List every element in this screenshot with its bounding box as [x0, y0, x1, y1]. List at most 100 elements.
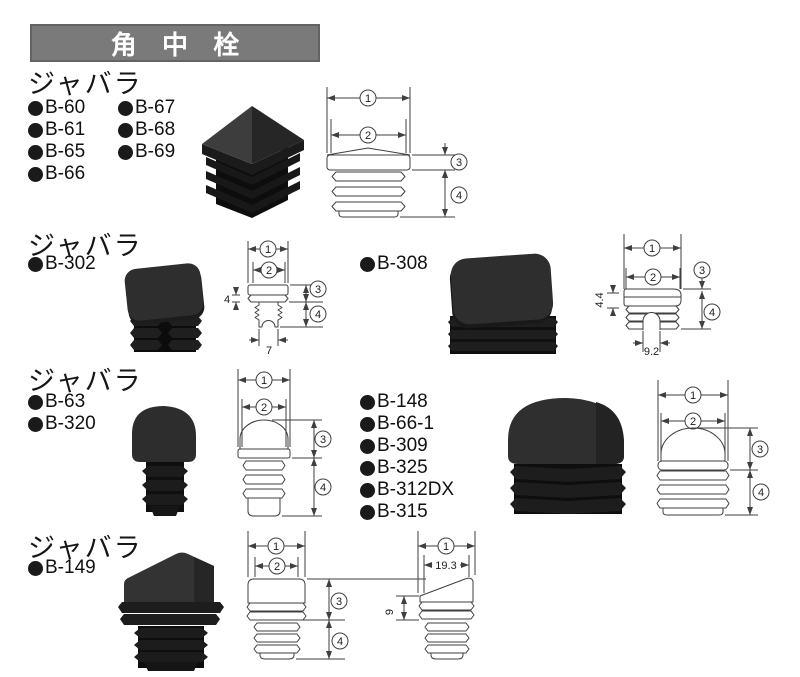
section1-label: ジャバラ: [28, 69, 143, 99]
product-code-label: B-302: [45, 253, 96, 274]
dim-label: 2: [650, 272, 656, 284]
dim-label: 1: [690, 390, 696, 402]
product-code: B-63: [28, 391, 96, 413]
product-code-label: B-66-1: [377, 413, 435, 434]
product-code-label: B-320: [45, 413, 96, 434]
product-code: B-66: [28, 163, 85, 185]
dim-label: 4: [320, 482, 326, 494]
product-code-label: B-69: [135, 141, 176, 162]
section3-label: ジャバラ: [28, 366, 143, 396]
page-title: 角 中 栓: [110, 29, 249, 60]
dim-label: 3: [456, 157, 462, 169]
measure-b149-top: 19.3: [435, 560, 456, 572]
bullet-icon: [360, 256, 375, 272]
dim-label: 4: [337, 636, 343, 648]
product-code-label: B-66: [45, 163, 86, 184]
bullet-icon: [118, 144, 133, 160]
section4-label: ジャバラ: [28, 533, 143, 563]
bullet-icon: [28, 256, 43, 272]
product-code: B-315: [360, 501, 454, 523]
measure-b308-flange: 4.4: [594, 292, 606, 307]
product-code: B-60: [28, 97, 85, 119]
dim-label: 4: [758, 487, 764, 499]
bullet-icon: [28, 100, 43, 116]
section1-codes-col2: B-67 B-68 B-69: [118, 97, 175, 163]
bullet-icon: [28, 416, 43, 432]
dim-label: 3: [699, 265, 705, 277]
product-photo-dome-cap-large: [508, 398, 626, 514]
product-code: B-68: [118, 119, 175, 141]
product-code: B-325: [360, 457, 454, 479]
section2-codes-left: B-302: [28, 253, 96, 275]
dim-label: 4: [456, 190, 462, 202]
drawing-pyramid-cap: 1 2 3 4: [326, 87, 468, 218]
bullet-icon: [28, 560, 43, 576]
drawing-b308: 1 2 4.4 3 4 9.2: [594, 234, 721, 358]
section4-codes-left: B-149: [28, 557, 96, 579]
section1-codes-col1: B-60 B-61 B-65 B-66: [28, 97, 85, 185]
dim-label: 2: [690, 416, 696, 428]
section2-label: ジャバラ: [28, 231, 143, 261]
drawing-b63: 1 2 3 4: [237, 369, 332, 517]
product-code: B-320: [28, 413, 96, 435]
bullet-icon: [360, 394, 375, 410]
dim-label: 3: [757, 444, 763, 456]
bullet-icon: [360, 460, 375, 476]
product-code: B-148: [360, 391, 454, 413]
product-code-label: B-67: [135, 97, 176, 118]
product-code: B-61: [28, 119, 85, 141]
product-code: B-69: [118, 141, 175, 163]
dim-label: 2: [274, 561, 280, 573]
product-code: B-65: [28, 141, 85, 163]
bullet-icon: [28, 394, 43, 410]
bullet-icon: [360, 504, 375, 520]
product-code-label: B-312DX: [377, 479, 455, 500]
product-code-label: B-308: [377, 253, 428, 274]
drawing-b302: 1 2 4 3 4 7: [224, 240, 327, 357]
measure-b302-stem: 7: [266, 345, 272, 357]
product-code: B-309: [360, 435, 454, 457]
product-code-label: B-61: [45, 119, 86, 140]
measure-b308-stem: 9.2: [644, 346, 659, 358]
section2-codes-right: B-308: [360, 253, 428, 275]
product-code-label: B-309: [377, 435, 428, 456]
product-code: B-308: [360, 253, 428, 275]
dim-label: 2: [365, 130, 371, 142]
bullet-icon: [28, 144, 43, 160]
dim-label: 1: [273, 541, 279, 553]
drawing-b148: 1 2 3 4: [656, 380, 770, 516]
dim-label: 3: [320, 434, 326, 446]
section3-codes-left: B-63 B-320: [28, 391, 96, 435]
product-photo-flat-cap-prongs: [124, 263, 205, 352]
dim-label: 2: [261, 402, 267, 414]
drawing-b149: 1 2 3 4 1 19.3 9: [246, 531, 476, 660]
product-code: B-312DX: [360, 479, 454, 501]
product-code-label: B-325: [377, 457, 428, 478]
bullet-icon: [360, 438, 375, 454]
measure-b302-flange: 4: [224, 294, 230, 306]
product-code-label: B-148: [377, 391, 428, 412]
dim-label: 3: [336, 596, 342, 608]
bullet-icon: [360, 416, 375, 432]
product-code-label: B-149: [45, 557, 96, 578]
dim-label: 4: [315, 309, 321, 321]
dim-label: 1: [265, 244, 271, 256]
product-code-label: B-60: [45, 97, 86, 118]
bullet-icon: [118, 100, 133, 116]
product-code: B-149: [28, 557, 96, 579]
dim-label: 3: [315, 284, 321, 296]
product-code: B-67: [118, 97, 175, 119]
product-code-label: B-315: [377, 501, 428, 522]
dim-label: 1: [649, 243, 655, 255]
product-code-label: B-68: [135, 119, 176, 140]
product-code-label: B-65: [45, 141, 86, 162]
dim-label: 4: [709, 307, 715, 319]
product-photo-slab-cap: [448, 253, 558, 354]
product-photo-pyramid-cap: [202, 106, 304, 218]
dim-label: 1: [443, 541, 449, 553]
bullet-icon: [28, 166, 43, 182]
bullet-icon: [28, 122, 43, 138]
bullet-icon: [360, 482, 375, 498]
dim-label: 1: [365, 93, 371, 105]
